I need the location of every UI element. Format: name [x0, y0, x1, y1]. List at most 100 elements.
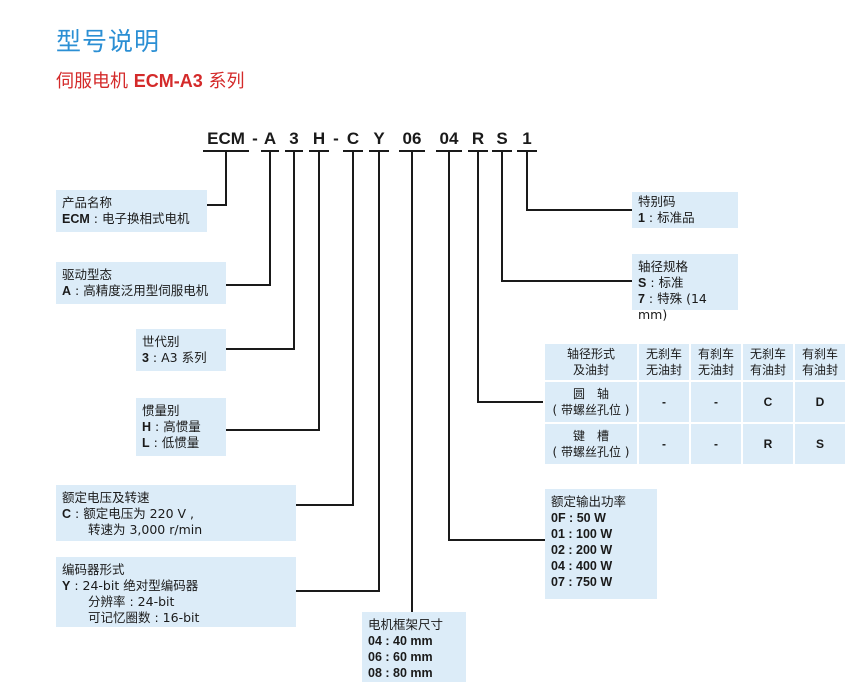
frame-row: 08 : 80 mm [368, 666, 433, 680]
connector-product-name [207, 152, 227, 206]
power-heading: 额定输出功率 [551, 494, 627, 509]
special-box: 特别码 1 : 标准品 [632, 192, 738, 228]
connector-generation [226, 152, 295, 350]
inertia-key-l: L [142, 436, 150, 450]
connector-voltage [296, 152, 354, 506]
inertia-key-h: H [142, 420, 152, 434]
encoder-key: Y [62, 579, 71, 593]
special-key: 1 [638, 211, 645, 225]
table-corner-cell: 轴径形式 及油封 [545, 344, 637, 380]
frame-row: 06 : 60 mm [368, 650, 433, 664]
table-header-cell: 无刹车无油封 [639, 344, 689, 380]
voltage-line1: : 额定电压为 220 V , [71, 506, 194, 521]
table-cell: R [743, 424, 793, 464]
table-cell: C [743, 382, 793, 422]
code-voltage: C [343, 128, 363, 152]
generation-heading: 世代别 [142, 334, 180, 349]
code-special: 1 [517, 128, 537, 152]
code-dash-2: - [333, 129, 339, 148]
row-label-line1: 键 槽 [572, 429, 609, 443]
connector-power [448, 152, 545, 541]
table-header-line1: 有刹车 [697, 347, 734, 361]
voltage-heading: 额定电压及转速 [62, 490, 150, 505]
connector-encoder [296, 152, 380, 592]
generation-key: 3 [142, 351, 149, 365]
code-generation: 3 [285, 128, 303, 152]
table-cell: - [691, 424, 741, 464]
subtitle-model: ECM-A3 [133, 71, 203, 91]
encoder-heading: 编码器形式 [62, 562, 125, 577]
table-row: 圆 轴 ( 带螺丝孔位 ) - - C D [545, 382, 845, 422]
table-row-label: 圆 轴 ( 带螺丝孔位 ) [545, 382, 637, 422]
drive-type-text: : 高精度泛用型伺服电机 [71, 283, 209, 298]
code-frame: 06 [399, 128, 425, 152]
special-heading: 特别码 [638, 194, 676, 209]
code-encoder: Y [369, 128, 389, 152]
special-text: : 标准品 [644, 210, 695, 225]
shaft-spec-key-7: 7 [638, 292, 645, 306]
power-box: 额定输出功率 0F : 50 W 01 : 100 W 02 : 200 W 0… [545, 489, 657, 599]
power-row: 01 : 100 W [551, 527, 613, 541]
drive-type-box: 驱动型态 A : 高精度泛用型伺服电机 [56, 262, 226, 304]
subtitle-prefix: 伺服电机 [56, 71, 134, 92]
voltage-key: C [62, 507, 72, 521]
code-inertia: H [309, 128, 329, 152]
code-shaft-type: R [468, 128, 488, 152]
table-header-line1: 无刹车 [749, 347, 786, 361]
table-header-cell: 无刹车有油封 [743, 344, 793, 380]
power-row: 04 : 400 W [551, 559, 613, 573]
connector-drive-type [226, 152, 271, 286]
table-header-row: 轴径形式 及油封 无刹车无油封 有刹车无油封 无刹车有油封 有刹车有油封 [545, 344, 845, 380]
product-name-key: ECM [62, 212, 90, 226]
row-label-line2: ( 带螺丝孔位 ) [552, 445, 630, 459]
connector-shaft-type [477, 152, 543, 403]
drive-type-heading: 驱动型态 [62, 267, 113, 282]
shaft-spec-key-s: S [638, 276, 647, 290]
voltage-box: 额定电压及转速 C : 额定电压为 220 V , 转速为 3,000 r/mi… [56, 485, 296, 541]
table-header-line1: 有刹车 [801, 347, 838, 361]
inertia-text-h: : 高惯量 [151, 419, 201, 434]
encoder-line3: 可记忆圈数 : 16-bit [88, 610, 200, 625]
drive-type-key: A [62, 284, 72, 298]
page-subtitle: 伺服电机 ECM-A3 系列 [56, 67, 244, 93]
connector-special [526, 152, 632, 211]
inertia-text-l: : 低惯量 [149, 435, 200, 450]
frame-box: 电机框架尺寸 04 : 40 mm 06 : 60 mm 08 : 80 mm [362, 612, 466, 682]
code-drive-type: A [261, 128, 279, 152]
table-header-line2: 无油封 [645, 363, 682, 377]
power-row: 07 : 750 W [551, 575, 613, 589]
table-header-line1: 无刹车 [645, 347, 682, 361]
shaft-spec-heading: 轴径规格 [638, 259, 689, 274]
frame-heading: 电机框架尺寸 [368, 617, 444, 632]
table-cell: S [795, 424, 845, 464]
row-label-line1: 圆 轴 [572, 387, 609, 401]
page-title: 型号说明 [56, 27, 161, 56]
row-label-line2: ( 带螺丝孔位 ) [552, 403, 630, 417]
table-header-line2: 无油封 [697, 363, 734, 377]
product-name-heading: 产品名称 [62, 195, 113, 210]
code-shaft-spec: S [492, 128, 512, 152]
encoder-line1: : 24-bit 绝对型编码器 [70, 578, 199, 593]
code-ecm: ECM [203, 128, 249, 152]
shaft-spec-text-7: : 特殊 (14 mm) [638, 291, 707, 322]
table-header-line2: 有油封 [749, 363, 786, 377]
table-cell: - [691, 382, 741, 422]
table-header-cell: 有刹车有油封 [795, 344, 845, 380]
table-corner-line1: 轴径形式 [566, 347, 615, 361]
table-cell: D [795, 382, 845, 422]
encoder-box: 编码器形式 Y : 24-bit 绝对型编码器 分辨率 : 24-bit 可记忆… [56, 557, 296, 627]
table-header-line2: 有油封 [801, 363, 838, 377]
shaft-type-table: 轴径形式 及油封 无刹车无油封 有刹车无油封 无刹车有油封 有刹车有油封 圆 轴… [543, 342, 847, 466]
power-row: 0F : 50 W [551, 511, 606, 525]
table-cell: - [639, 382, 689, 422]
table-cell: - [639, 424, 689, 464]
connector-shaft-spec [501, 152, 632, 282]
table-row-label: 键 槽 ( 带螺丝孔位 ) [545, 424, 637, 464]
shaft-spec-box: 轴径规格 S : 标准 7 : 特殊 (14 mm) [632, 254, 738, 322]
code-power: 04 [436, 128, 462, 152]
frame-row: 04 : 40 mm [368, 634, 433, 648]
encoder-line2: 分辨率 : 24-bit [88, 594, 175, 609]
inertia-heading: 惯量别 [142, 403, 180, 418]
shaft-spec-text-s: : 标准 [646, 275, 684, 290]
